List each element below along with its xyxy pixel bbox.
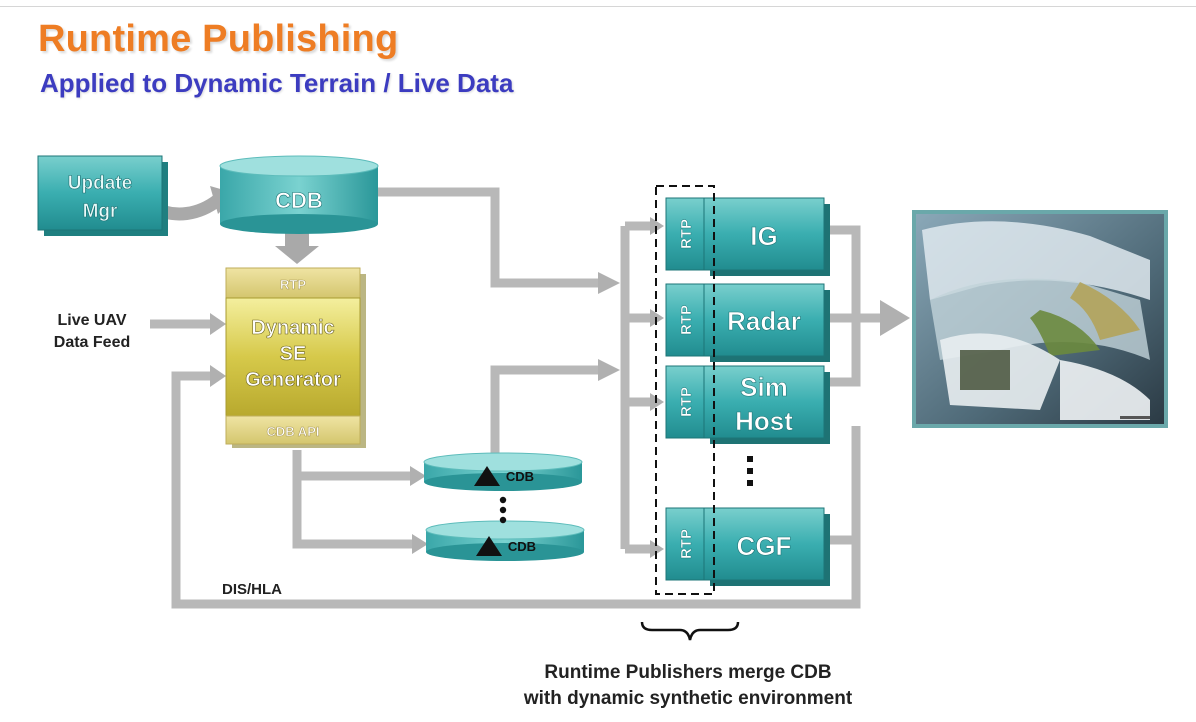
bus-label: DIS/HLA bbox=[222, 581, 282, 598]
generator-block: RTP Dynamic SE Generator CDB API bbox=[225, 267, 366, 448]
update-mgr-label-line1: Update bbox=[68, 173, 132, 194]
page-title: Runtime Publishing bbox=[38, 18, 399, 60]
rtp-tag-cgf: RTP bbox=[678, 529, 695, 559]
client-simhost-label-line1: Sim bbox=[740, 372, 788, 402]
arrowhead-publishers-mid bbox=[598, 359, 620, 381]
generator-label-line1: Dynamic bbox=[251, 317, 334, 339]
live-feed-label-line2: Data Feed bbox=[54, 334, 130, 351]
generator-rtp-label: RTP bbox=[280, 277, 306, 292]
generator-api-band bbox=[225, 415, 361, 445]
vertical-ellipsis-icon bbox=[747, 456, 753, 486]
connector-cdb-a-to-publishers bbox=[490, 365, 600, 462]
cdb-small-a-label: CDB bbox=[506, 469, 534, 484]
connectors bbox=[150, 187, 885, 609]
cdb-small-b-label: CDB bbox=[508, 539, 536, 554]
connector-generator-to-cdb-a bbox=[292, 450, 412, 481]
arrowhead-cdb-to-generator bbox=[275, 246, 319, 264]
triangle-icon bbox=[474, 466, 500, 486]
client-simhost-label-line2: Host bbox=[735, 406, 793, 436]
connector-bus-return bbox=[171, 371, 861, 609]
arrowhead-publishers-top bbox=[598, 272, 620, 294]
arrowhead-cdb-a bbox=[410, 466, 426, 486]
generator-body bbox=[225, 297, 361, 417]
client-cgf-label: CGF bbox=[737, 531, 792, 561]
cdb-main-cylinder: CDB bbox=[219, 155, 379, 234]
arrow-cdb-to-generator-shaft bbox=[285, 232, 309, 248]
connector-generator-to-cdb-b bbox=[292, 476, 414, 549]
vertical-ellipsis-icon bbox=[499, 496, 507, 524]
rtp-tag-radar: RTP bbox=[678, 305, 695, 335]
generator-label-line2: SE bbox=[280, 343, 307, 365]
update-mgr-label-line2: Mgr bbox=[83, 201, 118, 222]
brace-icon bbox=[640, 621, 740, 641]
connector-cdb-to-publishers bbox=[378, 187, 600, 288]
generator-rtp-band bbox=[225, 267, 361, 299]
caption-line2: with dynamic synthetic environment bbox=[523, 688, 853, 709]
cdb-main-label: CDB bbox=[275, 188, 323, 213]
client-ig: IG RTP bbox=[665, 197, 830, 276]
arrowheads bbox=[210, 217, 910, 558]
rtp-tag-ig: RTP bbox=[678, 219, 695, 249]
rtp-tag-simhost: RTP bbox=[678, 387, 695, 417]
caption: Runtime Publishers merge CDB with dynami… bbox=[460, 660, 916, 712]
live-feed-label-line1: Live UAV bbox=[57, 312, 126, 329]
arrowhead-cdb-b bbox=[412, 534, 428, 554]
client-ig-label: IG bbox=[750, 221, 777, 251]
page-subtitle: Applied to Dynamic Terrain / Live Data bbox=[40, 68, 514, 98]
top-rule bbox=[0, 6, 1196, 7]
rtp-group-outline bbox=[655, 185, 715, 595]
generator-label-line3: Generator bbox=[245, 369, 341, 391]
cdb-small-a: CDB bbox=[423, 452, 583, 491]
arrowhead-cgf bbox=[650, 540, 664, 558]
cockpit-render-image bbox=[912, 210, 1168, 428]
connector-ig-out bbox=[826, 225, 861, 387]
update-mgr-box: Update Mgr bbox=[37, 155, 168, 236]
triangle-icon bbox=[476, 536, 502, 556]
client-simhost: Sim Host RTP bbox=[665, 365, 830, 444]
caption-line1: Runtime Publishers merge CDB bbox=[544, 662, 832, 683]
client-radar-label: Radar bbox=[727, 306, 801, 336]
arrowhead-bus-return bbox=[210, 365, 226, 387]
arrowhead-display bbox=[880, 300, 910, 336]
generator-api-label: CDB API bbox=[267, 424, 320, 439]
arrowhead-live-feed bbox=[210, 313, 226, 335]
client-cgf: CGF RTP bbox=[665, 507, 830, 586]
client-radar: Radar RTP bbox=[665, 283, 830, 362]
cdb-small-b: CDB bbox=[425, 520, 585, 561]
